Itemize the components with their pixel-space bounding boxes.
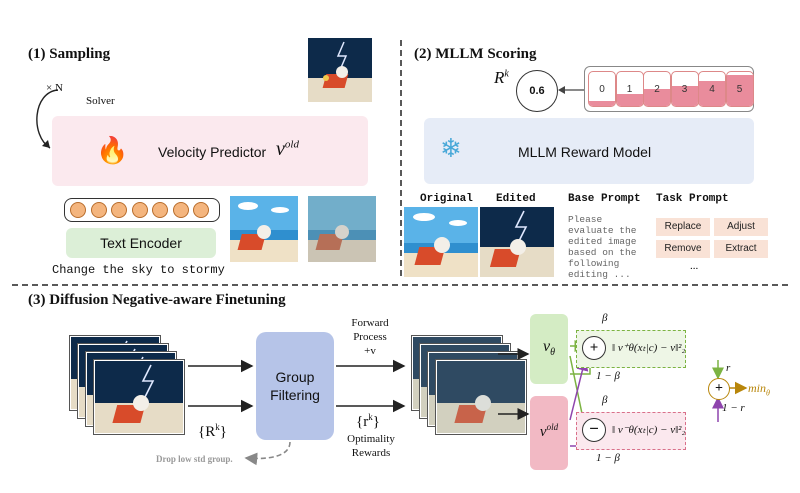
section-sampling-title: (1) Sampling — [28, 46, 111, 62]
text-encoder-label: Text Encoder — [100, 235, 182, 251]
v-theta-box — [530, 314, 568, 384]
group-filtering-box — [256, 332, 334, 440]
base-prompt-text: Please evaluate the edited image based o… — [568, 214, 637, 280]
loop-arrow — [36, 89, 59, 149]
stacked-image — [94, 360, 184, 434]
reward-symbol: Rk — [494, 68, 509, 87]
edited-image — [480, 207, 554, 277]
flow-arrows — [188, 340, 748, 466]
one-minus-beta-top: 1 − β — [596, 370, 620, 382]
token-circle — [152, 202, 168, 218]
score-circle: 0.6 — [516, 70, 558, 112]
column-task-prompt: Task Prompt — [656, 193, 729, 205]
score-arrow — [558, 86, 584, 94]
velocity-symbol: vold — [276, 138, 299, 160]
token-circle — [172, 202, 189, 218]
velocity-predictor-label: Velocity Predictor — [158, 144, 267, 160]
reward-model-box — [424, 118, 754, 184]
sample-image-noisy — [308, 196, 376, 262]
token-circle — [111, 202, 127, 218]
score-level-4: 4 — [698, 71, 726, 107]
beta-label-top: β — [602, 312, 608, 324]
task-prompt-remove: Remove — [656, 240, 710, 258]
minus-operator: − — [582, 418, 606, 442]
beta-label-bottom: β — [602, 394, 608, 406]
optimality-set-label: {rk} — [356, 412, 380, 430]
r-weight-label: r — [726, 362, 731, 374]
reward-set-label: {Rk} — [198, 422, 227, 440]
solver-label: Solver — [86, 95, 115, 107]
token-circle — [131, 202, 148, 218]
token-circle — [70, 202, 86, 218]
section-finetuning-title: (3) Diffusion Negative-aware Finetuning — [28, 292, 286, 308]
loop-count-label: × N — [46, 82, 63, 94]
task-prompt-more: ... — [690, 260, 699, 272]
reward-model-label: MLLM Reward Model — [518, 144, 652, 160]
combine-plus-operator: + — [708, 378, 730, 400]
fire-icon: 🔥 — [96, 136, 129, 165]
task-prompt-adjust: Adjust — [714, 218, 768, 236]
original-image — [404, 207, 478, 277]
sample-image-clean — [230, 196, 298, 262]
column-original: Original — [420, 193, 473, 205]
velocity-predictor-box — [52, 116, 368, 186]
snowflake-icon: ❄ — [440, 134, 462, 163]
score-scale-box — [584, 66, 754, 112]
stacked-image — [436, 360, 526, 434]
v-old-label: vold — [539, 422, 559, 440]
score-level-0: 0 — [588, 71, 616, 107]
drop-note: Drop low std group. — [156, 454, 233, 464]
one-minus-r-label: 1 − r — [722, 402, 745, 414]
score-level-2: 2 — [643, 71, 671, 107]
token-circle — [193, 202, 209, 218]
score-level-3: 3 — [670, 71, 699, 107]
positive-loss-term: ‖ v⁺θ(xₜ|c) − v‖²₂ — [612, 342, 686, 354]
task-prompt-extract: Extract — [714, 240, 768, 258]
v-old-box — [530, 396, 568, 470]
negative-loss-term: ‖ v⁻θ(xₜ|c) − v‖²₂ — [612, 424, 686, 436]
objective-label: minθ — [748, 381, 770, 398]
prompt-text: Change the sky to stormy — [52, 263, 225, 277]
stormy-result-image — [308, 38, 372, 102]
text-encoder-box — [66, 228, 216, 258]
column-edited: Edited — [496, 193, 536, 205]
section-scoring-title: (2) MLLM Scoring — [414, 46, 537, 62]
score-level-5: 5 — [725, 71, 754, 107]
v-theta-label: vθ — [542, 338, 556, 359]
plus-operator: + — [582, 336, 606, 360]
score-level-1: 1 — [615, 71, 644, 107]
column-base-prompt: Base Prompt — [568, 193, 641, 205]
one-minus-beta-bottom: 1 − β — [596, 452, 620, 464]
token-circle — [90, 202, 107, 218]
task-prompt-replace: Replace — [656, 218, 710, 236]
